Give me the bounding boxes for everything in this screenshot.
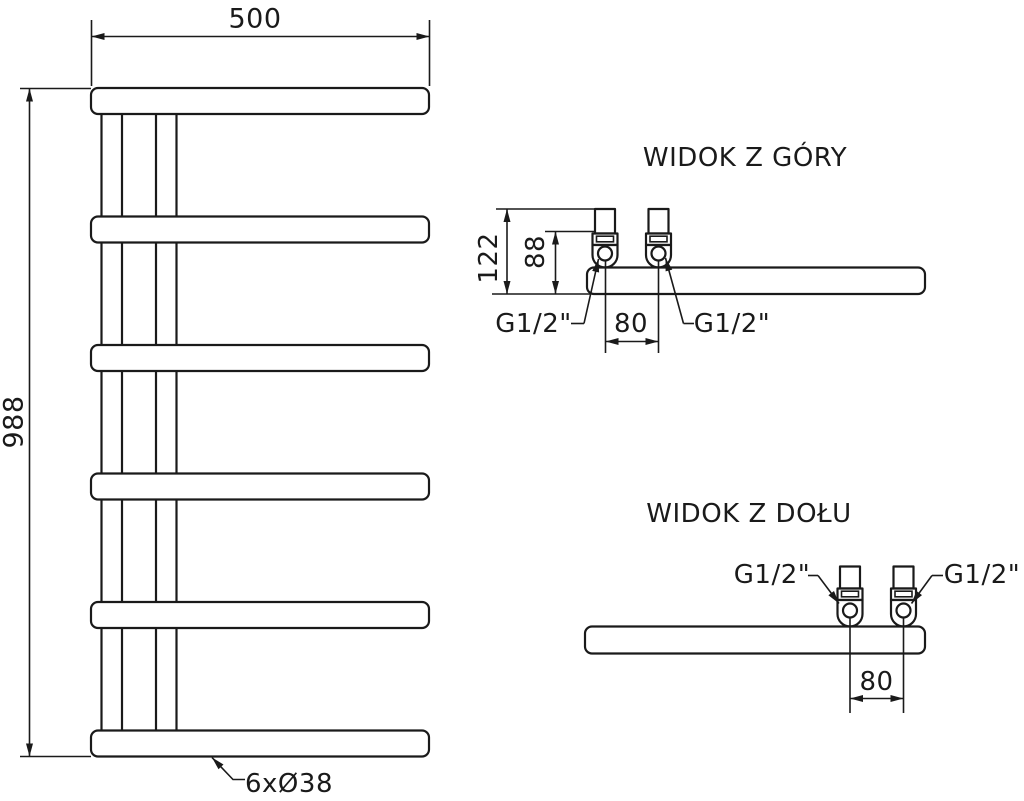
towel-bar: [89, 343, 431, 373]
top-thread-right-text: G1/2": [693, 308, 771, 339]
bottom-dim-80-text: 80: [859, 666, 894, 697]
bar-bottom-profile: [583, 625, 927, 655]
valve-connection: [644, 207, 673, 269]
front-bars-note-text: 6xØ38: [245, 769, 333, 799]
dim-connection-spacing: [849, 617, 905, 713]
valve-connection: [591, 207, 619, 269]
top-view: [492, 207, 927, 353]
towel-bars: [89, 86, 431, 758]
thread-leader-left: [571, 258, 600, 325]
towel-bar: [89, 86, 431, 116]
vertical-tubes: [100, 100, 178, 744]
dim-height: [20, 87, 91, 758]
dim-depth-total: [496, 208, 595, 294]
front-view: [20, 20, 431, 781]
bottom-view-title: WIDOK Z DOŁU: [646, 498, 852, 529]
dim-width: [90, 20, 431, 86]
front-width-dim-text: 500: [228, 3, 282, 34]
thread-leader-left: [808, 574, 840, 604]
thread-leader-right: [910, 574, 943, 604]
bottom-view: [583, 565, 943, 713]
valve-connection: [889, 565, 918, 628]
dim-depth-connection: [545, 230, 596, 294]
dim-connection-spacing: [604, 261, 660, 353]
thread-leader-right: [664, 257, 694, 325]
top-dim-122-text: 122: [474, 232, 504, 284]
top-thread-left-text: G1/2": [495, 308, 572, 339]
bottom-thread-left-text: G1/2": [733, 560, 811, 590]
top-dim-88-text: 88: [521, 234, 551, 270]
bar-top-profile: [585, 266, 927, 296]
top-dim-80-text: 80: [613, 309, 649, 339]
bars-note-leader: [211, 756, 245, 781]
towel-bar: [89, 215, 431, 244]
front-height-dim-text: 988: [0, 394, 29, 449]
towel-bar: [89, 472, 431, 501]
bottom-thread-right-text: G1/2": [943, 560, 1021, 590]
towel-bar: [89, 600, 431, 630]
top-view-title: WIDOK Z GÓRY: [642, 142, 848, 173]
towel-bar: [89, 729, 431, 758]
